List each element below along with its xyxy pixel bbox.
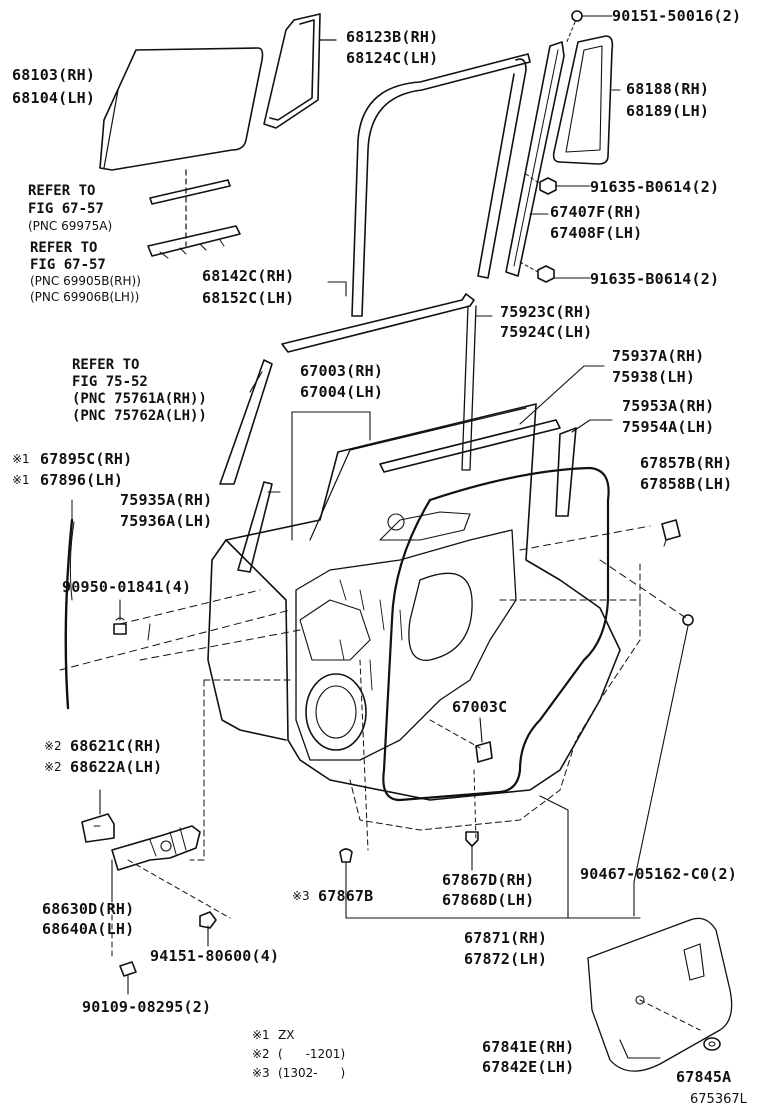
refer-1-line-1: REFER TO [28, 183, 96, 199]
label-frame-moulding-lh: 75954A(LH) [622, 418, 715, 436]
label-glass-run-rh: 68142C(RH) [202, 267, 295, 285]
label-door-panel-lh: 67004(LH) [300, 383, 384, 401]
mark-bracket-lh: ※2 [44, 760, 62, 774]
label-weatherstrip-rh: 67895C(RH) [40, 450, 133, 468]
label-glass-run-lh: 68152C(LH) [202, 289, 295, 307]
refer-2-line-2: FIG 67-57 [30, 257, 106, 273]
mark-clip-bottom: ※3 [292, 889, 310, 903]
label-division-bar-lh: 67408F(LH) [550, 224, 643, 242]
refer-1-line-2: FIG 67-57 [28, 201, 104, 217]
label-service-cover-lh: 67842E(LH) [482, 1058, 575, 1076]
label-nut-lower: 91635-B0614(2) [590, 270, 720, 288]
label-outer-moulding-rh: 75937A(RH) [612, 347, 705, 365]
footnote-1-text: ZX [278, 1028, 295, 1042]
label-bolt-top: 90151-50016(2) [612, 7, 742, 25]
weatherstrip-side [64, 518, 74, 710]
bolt-90151 [565, 10, 613, 45]
quarter-window [552, 35, 614, 165]
label-clip-bottom: 67867B [318, 887, 374, 905]
illustration-code: 675367L [690, 1092, 747, 1107]
refer-2-line-1: REFER TO [30, 240, 98, 256]
glass-run-main [351, 53, 531, 317]
refer-2-pnc-1: (PNC 69905B(RH)) [30, 274, 141, 288]
label-clip-right-lh: 67858B(LH) [640, 475, 733, 493]
label-garnish-lh: 75936A(LH) [120, 512, 213, 530]
mark-bracket-rh: ※2 [44, 739, 62, 753]
speaker-hole [305, 673, 367, 751]
label-glass-run-small-lh: 68124C(LH) [346, 49, 439, 67]
plug-67845a [703, 1037, 721, 1051]
refer-3-line-1: REFER TO [72, 357, 140, 373]
refer-1-pnc-1: (PNC 69975A) [28, 219, 113, 233]
footnote-3-text: (1302- ) [278, 1066, 346, 1080]
label-grommet: 90950-01841(4) [62, 578, 192, 596]
clip-67003c [475, 717, 493, 763]
frame-moulding [555, 427, 577, 517]
label-quarter-window-lh: 68189(LH) [626, 102, 710, 120]
label-clip-pair-rh: 67867D(RH) [442, 871, 535, 889]
label-weatherstrip-main-lh: 67872(LH) [464, 950, 548, 968]
label-belt-rh: 75923C(RH) [500, 303, 593, 321]
grommet-90950 [113, 599, 127, 635]
label-service-cover-rh: 67841E(RH) [482, 1038, 575, 1056]
label-quarter-window-rh: 68188(RH) [626, 80, 710, 98]
label-division-bar-rh: 67407F(RH) [550, 203, 643, 221]
label-clip-right-rh: 67857B(RH) [640, 454, 733, 472]
label-glass-lh: 68104(LH) [12, 89, 96, 107]
label-frame-moulding-rh: 75953A(RH) [622, 397, 715, 415]
label-outer-moulding-lh: 75938(LH) [612, 368, 696, 386]
weatherstrip-main [382, 466, 610, 802]
nut-91635-upper [525, 173, 591, 195]
label-glass-rh: 68103(RH) [12, 66, 96, 84]
bracket-68621 [81, 789, 115, 843]
label-glass-run-small-rh: 68123B(RH) [346, 28, 439, 46]
refer-3-line-3: (PNC 75761A(RH)) [72, 391, 207, 407]
nut-91635-lower [519, 261, 591, 283]
refer-3-line-2: FIG 75-52 [72, 374, 148, 390]
label-weatherstrip-main-rh: 67871(RH) [464, 929, 548, 947]
footnote-1-mark: ※1 [252, 1028, 270, 1042]
refer-3-line-4: (PNC 75762A(LH)) [72, 408, 207, 424]
footnote-2-mark: ※2 [252, 1047, 270, 1061]
label-check-lh: 68640A(LH) [42, 920, 135, 938]
label-belt-lh: 75924C(LH) [500, 323, 593, 341]
front-garnish-upper [219, 359, 273, 485]
service-hole-cover [587, 917, 733, 1072]
mark-weatherstrip-rh: ※1 [12, 452, 30, 466]
belt-weatherstrip [281, 293, 475, 353]
label-bolt-bottom: 90109-08295(2) [82, 998, 212, 1016]
bolt-94151 [199, 911, 217, 947]
check-assembly-68630 [111, 825, 201, 901]
division-bar [505, 41, 565, 277]
label-bracket-rh: 68621C(RH) [70, 737, 163, 755]
glass-channel-upper [149, 179, 231, 205]
clip-67857 [661, 519, 681, 547]
refer-2-pnc-2: (PNC 69906B(LH)) [30, 290, 140, 304]
mark-weatherstrip-lh: ※1 [12, 473, 30, 487]
label-bracket-lh: 68622A(LH) [70, 758, 163, 776]
label-bolt-check: 94151-80600(4) [150, 947, 280, 965]
door-glass [99, 47, 264, 171]
label-weatherstrip-lh: 67896(LH) [40, 471, 124, 489]
front-garnish-lower [237, 481, 273, 573]
bolt-90109 [119, 961, 137, 995]
footnote-3-mark: ※3 [252, 1066, 270, 1080]
label-garnish-rh: 75935A(RH) [120, 491, 213, 509]
glass-channel-lower [147, 225, 241, 257]
label-door-panel-rh: 67003(RH) [300, 362, 384, 380]
plug-90467 [633, 614, 694, 917]
label-clip-pair-lh: 67868D(LH) [442, 891, 535, 909]
clip-67867d [465, 831, 479, 871]
label-plug: 90467-05162-C0(2) [580, 865, 737, 883]
label-plug-small: 67845A [676, 1068, 732, 1086]
footnote-2-text: ( -1201) [278, 1047, 346, 1061]
outer-moulding [379, 419, 561, 473]
label-sub-panel: 67003C [452, 698, 508, 716]
small-glass-run [263, 13, 321, 129]
label-check-rh: 68630D(RH) [42, 900, 135, 918]
label-nut-upper: 91635-B0614(2) [590, 178, 720, 196]
clip-67867b [339, 848, 641, 919]
